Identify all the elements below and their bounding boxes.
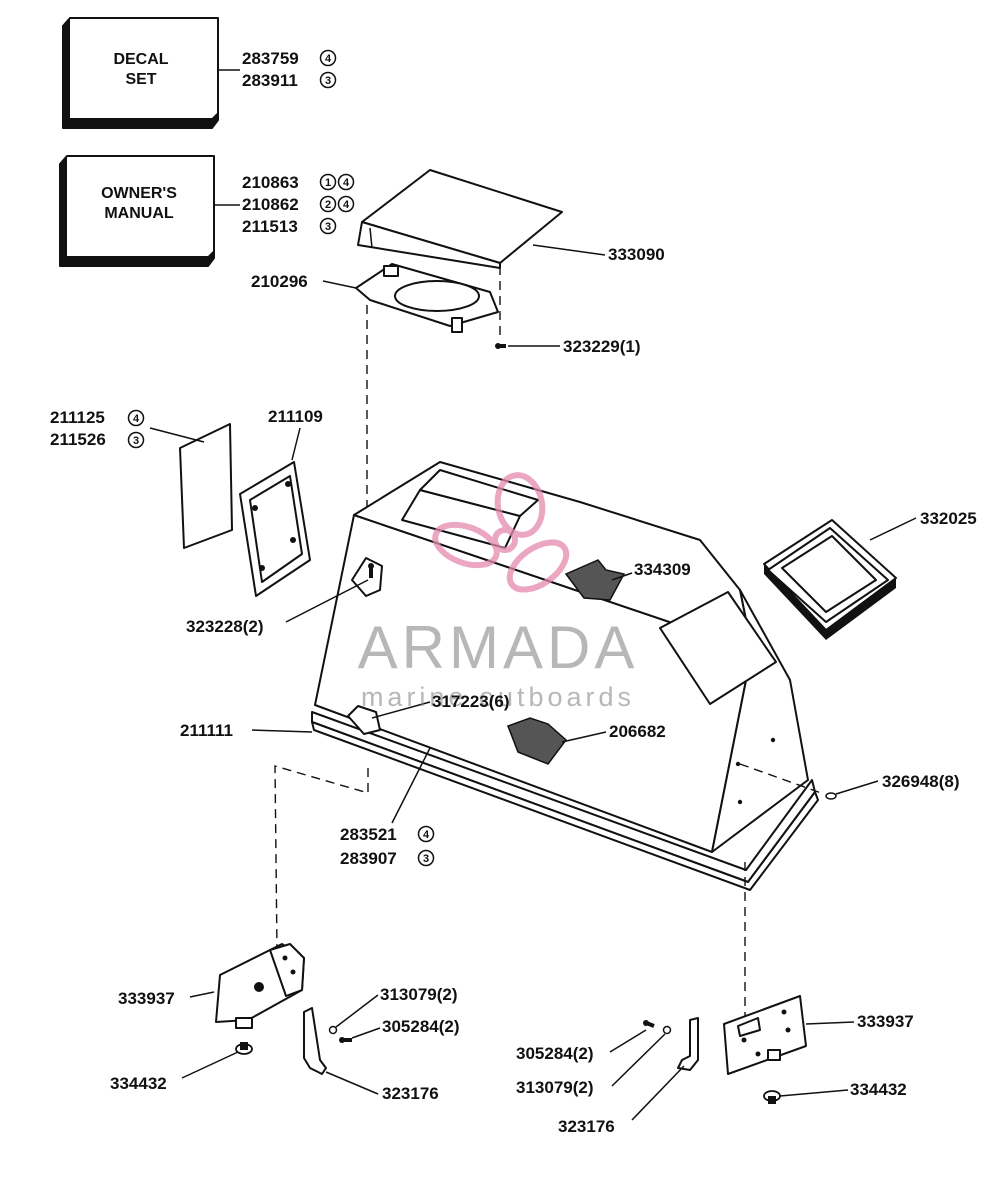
label-manual-b: 210862	[242, 195, 299, 214]
left-latch-leader	[189, 991, 215, 998]
label-screw-right: 305284(2)	[516, 1044, 594, 1063]
label-cover-b-circle: 3	[423, 853, 429, 865]
seal-cap-leader	[532, 244, 606, 256]
label-manual-a: 210863	[242, 173, 299, 192]
owners-manual-label-2: MANUAL	[104, 205, 174, 222]
label-cover-b: 283907	[340, 849, 397, 868]
right-bumper-leader	[779, 1089, 849, 1097]
label-decal-a: 283759	[242, 49, 299, 68]
label-manual-a-circle-1: 1	[325, 177, 331, 189]
label-cover-a: 283521	[340, 825, 397, 844]
label-rivet-right: 326948(8)	[882, 772, 960, 791]
label-pad-front: 206682	[609, 722, 666, 741]
propeller-logo-icon	[432, 472, 570, 593]
decal-set-label-2: SET	[125, 71, 156, 88]
left-bracket	[303, 1007, 327, 1075]
armada-watermark: ARMADA marine outboards	[358, 472, 639, 712]
label-screw-front: 317223(6)	[432, 692, 510, 711]
left-washer	[328, 1025, 338, 1035]
right-washer	[662, 1025, 672, 1035]
engine-cover	[311, 461, 819, 891]
label-screw-left: 305284(2)	[382, 1017, 460, 1036]
right-rivet	[739, 763, 837, 800]
decal-set-box: DECAL SET	[62, 17, 219, 129]
label-manual-b-circle-2: 4	[343, 199, 350, 211]
right-bumper	[763, 1090, 781, 1104]
label-window-b: 211526	[50, 430, 106, 449]
side-mount-screw	[368, 563, 374, 578]
label-seal-hood: 333090	[608, 245, 665, 264]
label-bumper-right: 334432	[850, 1080, 907, 1099]
label-washer-left: 313079(2)	[380, 985, 458, 1004]
right-washer-leader	[611, 1033, 666, 1087]
rear-window-frame	[763, 519, 897, 640]
label-manual-a-circle-2: 4	[343, 177, 350, 189]
label-window-a: 211125	[50, 408, 105, 427]
watermark-brand: ARMADA	[358, 614, 639, 681]
right-screw-leader	[609, 1029, 647, 1053]
owners-manual-label-1: OWNER'S	[101, 185, 177, 202]
left-bumper	[235, 1042, 253, 1055]
label-window-frame: 211109	[268, 407, 323, 426]
left-washer-leader	[335, 994, 379, 1028]
watermark-tagline: marine outboards	[361, 682, 635, 712]
side-window-pane	[179, 423, 233, 549]
label-pad-top: 334309	[634, 560, 691, 579]
cover-leader	[391, 747, 431, 824]
left-screw-leader	[351, 1027, 381, 1039]
left-latch-dash	[274, 765, 369, 951]
label-decal-b: 283911	[242, 71, 298, 90]
label-window-b-circle: 3	[133, 435, 139, 447]
top-pad	[564, 559, 626, 601]
top-seal-cap	[357, 169, 563, 269]
left-bracket-leader	[325, 1071, 379, 1095]
window-pane-leader	[149, 427, 205, 443]
front-pad	[507, 717, 568, 765]
side-window-frame	[239, 461, 311, 597]
label-washer-right: 313079(2)	[516, 1078, 594, 1097]
label-manual-b-circle-1: 2	[325, 199, 331, 211]
right-screw	[643, 1020, 655, 1028]
label-decal-a-circle: 4	[325, 53, 332, 65]
label-screw-side: 323228(2)	[186, 617, 264, 636]
left-bumper-leader	[181, 1051, 239, 1079]
top-screw	[495, 343, 506, 349]
label-grommet-plate: 210296	[251, 272, 308, 291]
right-bracket-leader	[631, 1065, 685, 1121]
side-screw-leader	[285, 579, 369, 623]
label-decal-b-circle: 3	[325, 75, 331, 87]
label-latch-left: 333937	[118, 989, 175, 1008]
label-cover-a-circle: 4	[423, 829, 430, 841]
right-latch-leader	[805, 1021, 855, 1025]
label-seal-bottom: 211111	[180, 721, 233, 740]
rivet-leader	[835, 780, 879, 795]
rear-frame-leader	[869, 517, 917, 541]
decal-set-label-1: DECAL	[113, 51, 168, 68]
label-manual-c: 211513	[242, 217, 298, 236]
front-screw-leader	[371, 701, 431, 719]
top-pad-leader	[611, 572, 633, 581]
grommet-leader	[322, 280, 357, 289]
window-frame-leader	[291, 427, 301, 461]
label-bumper-left: 334432	[110, 1074, 167, 1093]
right-latch	[723, 995, 807, 1075]
label-screw-top: 323229(1)	[563, 337, 641, 356]
label-frame-right: 332025	[920, 509, 977, 528]
callout-labels: 283759 4 283911 3 210863 1 4 210862 2 4 …	[50, 49, 977, 1136]
label-manual-c-circle: 3	[325, 221, 331, 233]
label-bracket-right: 323176	[558, 1117, 615, 1136]
left-latch	[215, 943, 305, 1029]
grommet-plate	[355, 263, 499, 333]
bottom-seal-leader	[251, 729, 313, 733]
label-bracket-left: 323176	[382, 1084, 439, 1103]
left-screw	[339, 1037, 352, 1043]
owners-manual-box: OWNER'S MANUAL	[59, 155, 215, 267]
label-window-a-circle: 4	[133, 413, 140, 425]
front-pad-leader	[561, 731, 607, 743]
label-latch-right: 333937	[857, 1012, 914, 1031]
right-bracket	[677, 1017, 699, 1071]
